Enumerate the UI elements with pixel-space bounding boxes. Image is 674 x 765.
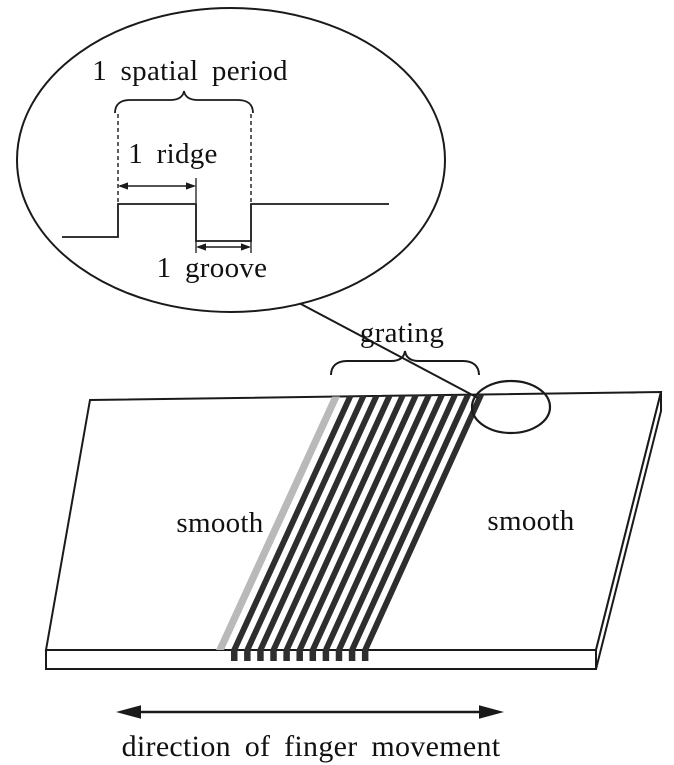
grating-groove-notch — [322, 650, 330, 661]
spatial-period-label: 1 spatial period — [92, 55, 288, 87]
finger-movement-label: direction of finger movement — [122, 730, 501, 763]
grating-groove-notch — [231, 650, 238, 661]
ridge-dimension-arrow-left — [118, 182, 128, 190]
groove-dimension-arrow-right — [241, 243, 251, 251]
grating-groove-notch — [361, 650, 369, 661]
grating-stripes — [231, 394, 485, 650]
spatial-period-brace — [114, 90, 254, 114]
smooth-label-right: smooth — [487, 505, 574, 537]
grating-ridge-stripe — [257, 395, 380, 650]
ridge-dimension-arrow-right — [186, 182, 196, 190]
grating-groove-notch — [244, 650, 251, 661]
grating-groove-notch — [270, 650, 277, 661]
grating-label: grating — [360, 317, 444, 349]
magnified-inset: 1 spatial period 1 ridge 1 groove — [16, 7, 446, 313]
finger-movement-arrow-head-left — [116, 705, 141, 719]
grating-ridge-stripe — [244, 396, 367, 650]
grating-edge-shading — [216, 396, 340, 650]
smooth-label-left: smooth — [176, 507, 263, 539]
finger-movement-arrow — [116, 705, 504, 719]
plate-front-face — [45, 649, 597, 670]
groove-dimension-arrow-left — [196, 243, 206, 251]
grating-ridge-stripe — [348, 394, 472, 650]
magnifier-connector-line — [298, 302, 479, 399]
grating-groove-notch — [335, 650, 343, 661]
grating-ridge-stripe — [296, 395, 419, 650]
grating-front-notches — [231, 650, 369, 661]
magnifier-ellipse — [16, 7, 446, 313]
grating-ridge-stripe — [270, 395, 393, 650]
plate-side-face — [595, 391, 662, 670]
groove-label: 1 groove — [157, 252, 268, 284]
grating-ridge-stripe — [361, 394, 485, 650]
grating-groove-notch — [296, 650, 303, 661]
finger-movement-arrow-head-right — [479, 705, 504, 719]
magnifier-target-circle — [470, 379, 552, 435]
grating-groove-notch — [257, 650, 264, 661]
surface-profile — [62, 203, 389, 242]
grating-groove-notch — [283, 650, 290, 661]
plate — [44, 390, 663, 670]
grating-ridge-stripe — [283, 395, 406, 650]
grating-brace — [330, 350, 480, 376]
grating-ridge-stripe — [309, 395, 433, 650]
grating-groove-notch — [309, 650, 317, 661]
ridge-label: 1 ridge — [128, 138, 217, 170]
grating-ridge-stripe — [335, 394, 459, 650]
grating-ridge-stripe — [322, 395, 446, 650]
grating-groove-notch — [348, 650, 356, 661]
grating-ridge-stripe — [231, 396, 354, 650]
